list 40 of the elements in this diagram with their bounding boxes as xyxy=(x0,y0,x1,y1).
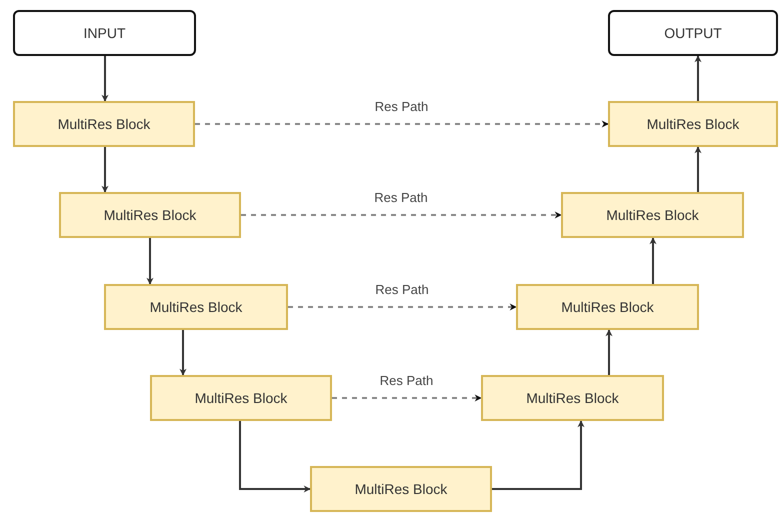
edge-label: Res Path xyxy=(373,282,431,297)
process-box xyxy=(13,101,195,147)
node-text: MultiRes Block xyxy=(58,116,150,132)
process-box xyxy=(104,284,288,330)
arrow xyxy=(694,146,702,192)
node-text: MultiRes Block xyxy=(354,481,448,497)
node-text: INPUT xyxy=(84,25,126,41)
arrow xyxy=(102,56,108,102)
node-text: MultiRes Block xyxy=(526,390,619,406)
process-box xyxy=(310,466,492,512)
edge-label: Res Path xyxy=(378,373,436,388)
node-text: MultiRes Block xyxy=(194,390,288,406)
arrow xyxy=(180,330,186,376)
terminal-box xyxy=(608,10,778,56)
node-text: MultiRes Block xyxy=(606,207,699,223)
arrow xyxy=(241,212,562,218)
process-box xyxy=(561,192,744,238)
process-box xyxy=(150,375,332,421)
terminal-box xyxy=(13,10,196,56)
node-text: MultiRes Block xyxy=(150,299,242,315)
node-text: MultiRes Block xyxy=(104,207,196,223)
arrow xyxy=(146,238,154,285)
edge-label: Res Path xyxy=(372,190,430,205)
process-box xyxy=(516,284,699,330)
node-text: OUTPUT xyxy=(664,25,722,41)
process-box xyxy=(59,192,241,238)
process-box xyxy=(481,375,664,421)
arrow xyxy=(102,147,108,193)
arrow xyxy=(332,394,482,402)
node-text: MultiRes Block xyxy=(561,299,654,315)
arrow xyxy=(288,304,517,310)
arrow xyxy=(694,55,702,101)
process-box xyxy=(608,101,778,147)
edge-label: Res Path xyxy=(372,99,430,114)
arrow xyxy=(492,420,584,490)
arrow xyxy=(606,329,612,375)
arrow xyxy=(650,237,656,284)
node-text: MultiRes Block xyxy=(646,116,740,132)
arrow xyxy=(195,120,609,128)
arrow xyxy=(239,421,311,492)
